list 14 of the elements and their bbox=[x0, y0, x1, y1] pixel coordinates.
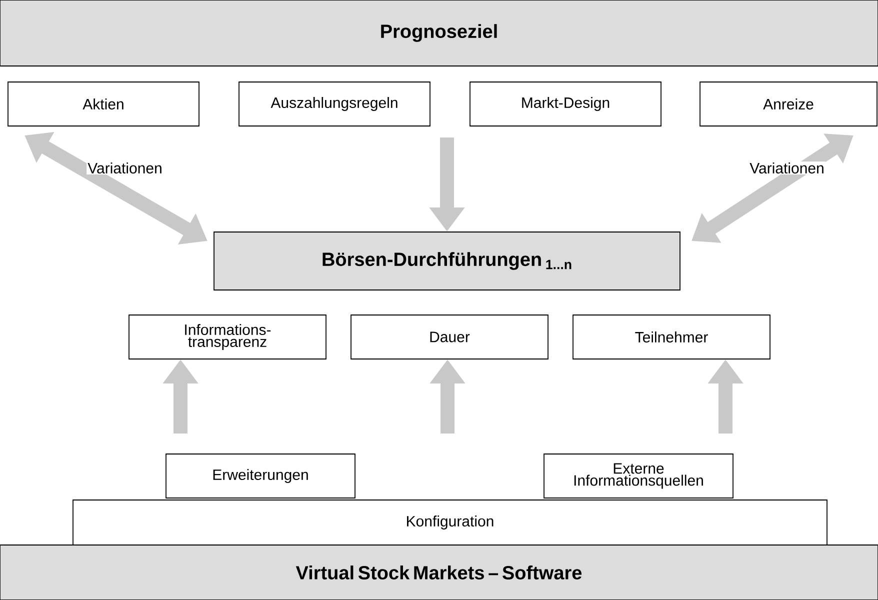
heading-band: Prognoseziel bbox=[0, 0, 878, 66]
factor-box: Anreize bbox=[700, 82, 878, 126]
factor-box: Dauer bbox=[350, 314, 548, 360]
factor-box: Externe Informationsquellen bbox=[544, 454, 734, 498]
factor-box: Informations- transparenz bbox=[128, 314, 326, 360]
factor-box: Auszahlungsregeln bbox=[238, 82, 430, 126]
edge-label: Variationen bbox=[86, 162, 164, 174]
footer-band: Virtual Stock Markets – Software bbox=[0, 544, 878, 600]
factor-box: Teilnehmer bbox=[572, 314, 770, 360]
factor-box: Markt-Design bbox=[470, 82, 662, 126]
edge-label: Variationen bbox=[748, 162, 826, 174]
factor-box: Erweiterungen bbox=[166, 454, 356, 498]
central-box: Börsen-Durchführungen $_{1...n}$ bbox=[214, 232, 680, 290]
factor-box: Aktien bbox=[8, 82, 200, 126]
